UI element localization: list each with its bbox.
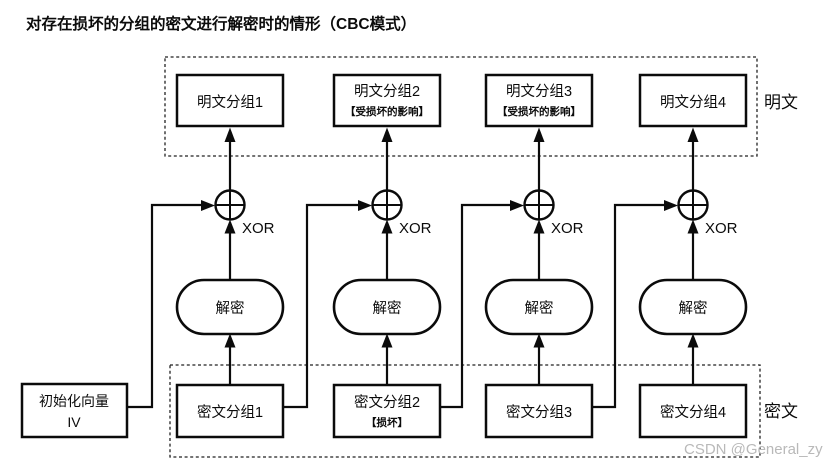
xor-node-1 (214, 189, 246, 221)
plaintext-block-2-corrupted (332, 73, 442, 128)
column-3: 明文分组3 【受损坏的影响】 XOR 解密 密文分组3 (484, 73, 678, 439)
ciphertext-block-2-note: 【损坏】 (366, 416, 408, 429)
iv-block-sublabel: IV (67, 414, 81, 430)
plaintext-block-1-label: 明文分组1 (197, 94, 263, 111)
decrypt-box-1-label: 解密 (216, 300, 245, 317)
plaintext-region-label: 明文 (764, 93, 798, 112)
plaintext-block-3-corrupted (484, 73, 594, 128)
ciphertext-block-4 (638, 383, 748, 439)
plaintext-block-2-note: 【受损坏的影响】 (345, 105, 429, 118)
ciphertext-region-label: 密文 (764, 402, 798, 421)
arrow-ciphertext3-to-decrypt3 (533, 333, 545, 385)
plaintext-region-border (164, 56, 758, 157)
arrow-decrypt2-to-xor2 (381, 219, 393, 280)
iv-block (20, 382, 129, 439)
arrow-xor3-to-plaintext3 (533, 127, 545, 191)
ciphertext-block-3-label: 密文分组3 (506, 404, 572, 421)
decrypt-box-2-label: 解密 (373, 300, 402, 317)
ciphertext-block-4-label: 密文分组4 (660, 404, 726, 421)
plaintext-block-4 (638, 73, 748, 128)
ciphertext-block-3 (484, 383, 594, 439)
xor-node-4 (677, 189, 709, 221)
column-2: 明文分组2 【受损坏的影响】 XOR 解密 密文分组2 【损坏】 (332, 73, 524, 439)
feed-ciphertext1-to-xor2 (283, 200, 372, 409)
xor-label-1: XOR (242, 220, 275, 237)
plaintext-block-3-label: 明文分组3 (506, 83, 572, 100)
plaintext-block-3-note: 【受损坏的影响】 (497, 105, 581, 118)
feed-ciphertext3-to-xor4 (592, 200, 678, 409)
column-4: 明文分组4 XOR 解密 密文分组4 (638, 73, 748, 439)
ciphertext-block-1-label: 密文分组1 (197, 404, 263, 421)
arrow-decrypt3-to-xor3 (533, 219, 545, 280)
arrow-decrypt4-to-xor4 (687, 219, 699, 280)
decrypt-box-4-label: 解密 (679, 300, 708, 317)
feed-iv-to-xor1 (127, 200, 215, 409)
feed-ciphertext2-to-xor3 (440, 200, 524, 409)
iv-block-label: 初始化向量 (39, 393, 109, 409)
xor-node-2 (371, 189, 403, 221)
plaintext-block-2-label: 明文分组2 (354, 83, 420, 100)
ciphertext-region-border (169, 364, 761, 458)
xor-label-4: XOR (705, 220, 738, 237)
ciphertext-block-2-corrupted (332, 383, 442, 439)
xor-label-2: XOR (399, 220, 432, 237)
decrypt-box-3-label: 解密 (525, 300, 554, 317)
watermark: CSDN @General_zy (684, 441, 823, 458)
diagram-title: 对存在损坏的分组的密文进行解密时的情形（CBC模式） (26, 14, 416, 33)
xor-node-3 (523, 189, 555, 221)
plaintext-block-1 (175, 73, 285, 128)
arrow-xor1-to-plaintext1 (224, 127, 236, 191)
arrow-ciphertext4-to-decrypt4 (687, 333, 699, 385)
plaintext-block-4-label: 明文分组4 (660, 94, 726, 111)
arrow-xor4-to-plaintext4 (687, 127, 699, 191)
arrow-ciphertext1-to-decrypt1 (224, 333, 236, 385)
arrow-decrypt1-to-xor1 (224, 219, 236, 280)
arrow-xor2-to-plaintext2 (381, 127, 393, 191)
column-1: 明文分组1 XOR 解密 密文分组1 (175, 73, 372, 439)
xor-label-3: XOR (551, 220, 584, 237)
ciphertext-block-2-label: 密文分组2 (354, 394, 420, 411)
arrow-ciphertext2-to-decrypt2 (381, 333, 393, 385)
iv-column: 初始化向量 IV (20, 200, 215, 439)
ciphertext-block-1 (175, 383, 285, 439)
